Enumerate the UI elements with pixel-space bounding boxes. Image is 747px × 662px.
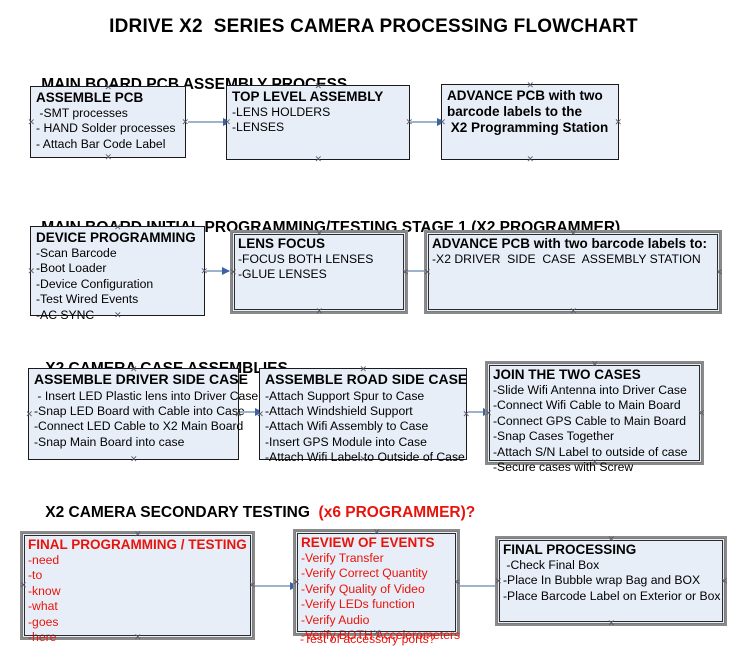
resize-handle-bottom[interactable]	[315, 156, 322, 163]
node-line: -Slide Wifi Antenna into Driver Case	[493, 383, 687, 398]
node-advance-pcb-to-x2-programming-station[interactable]: ADVANCE PCB with two barcode labels to t…	[441, 84, 619, 160]
connector-final-programming-to-review-of-events	[255, 582, 298, 590]
node-line: -FOCUS BOTH LENSES	[238, 252, 374, 267]
node-final-programming-testing[interactable]: FINAL PROGRAMMING / TESTING -need -to -k…	[22, 533, 253, 644]
node-title: DEVICE PROGRAMMING	[36, 230, 196, 245]
node-line: -Connect LED Cable to X2 Main Board	[34, 419, 244, 434]
node-line: -Insert GPS Module into Case	[265, 434, 427, 449]
node-line: -Verify Quality of Video	[301, 581, 425, 596]
node-line: -Attach Windshield Support	[265, 404, 413, 419]
node-line: -GLUE LENSES	[238, 267, 327, 282]
node-body: ADVANCE PCB with two barcode labels to: …	[427, 233, 719, 267]
node-line: - Insert LED Plastic lens into Driver Ca…	[34, 388, 259, 403]
node-line: -Snap Cases Together	[493, 429, 615, 444]
node-body: ADVANCE PCB with two barcode labels to t…	[442, 85, 618, 135]
node-body: REVIEW OF EVENTS -Verify Transfer -Verif…	[296, 532, 461, 643]
node-line: -what	[28, 599, 58, 614]
node-line: -Connect GPS Cable to Main Board	[493, 413, 687, 428]
node-title: ADVANCE PCB with two	[447, 88, 603, 103]
section-heading-text: X2 CAMERA SECONDARY TESTING	[45, 504, 319, 521]
resize-handle-right[interactable]	[716, 269, 723, 276]
node-title-line2: barcode labels to the	[447, 104, 583, 120]
node-title: TOP LEVEL ASSEMBLY	[232, 89, 384, 104]
node-line: -Boot Loader	[36, 261, 107, 276]
node-body: FINAL PROCESSING -Check Final Box -Place…	[498, 539, 724, 604]
node-line: -Snap LED Board with Cable into Case	[34, 404, 245, 419]
node-title: LENS FOCUS	[238, 236, 326, 251]
node-line: -know	[28, 583, 61, 598]
resize-handle-bottom[interactable]	[316, 308, 323, 315]
node-line: -Test Wired Events	[36, 292, 139, 307]
node-line: -AC SYNC	[36, 307, 95, 322]
node-line: -Verify BOTH Accelerometers	[301, 627, 461, 642]
resize-handle-bottom[interactable]	[105, 154, 112, 161]
resize-handle-bottom[interactable]	[570, 308, 577, 315]
resize-handle-bottom[interactable]	[130, 456, 137, 463]
node-body: ASSEMBLE DRIVER SIDE CASE - Insert LED P…	[29, 369, 259, 450]
connector-device-programming-to-lens-focus	[206, 267, 230, 275]
node-line: -LENS HOLDERS	[232, 105, 331, 120]
node-line: - Attach Bar Code Label	[36, 136, 166, 151]
page-title: IDRIVE X2 SERIES CAMERA PROCESSING FLOWC…	[109, 16, 638, 37]
node-line: -Attach Wifi Label to Outside of Case	[265, 450, 465, 465]
node-advance-pcb-to-driver-side-case-station[interactable]: ADVANCE PCB with two barcode labels to: …	[426, 232, 720, 312]
node-final-processing[interactable]: FINAL PROCESSING -Check Final Box -Place…	[497, 538, 725, 624]
node-line: -Place In Bubble wrap Bag and BOX	[503, 573, 701, 588]
node-title: ASSEMBLE ROAD SIDE CASE	[265, 371, 468, 387]
node-assemble-road-side-case[interactable]: ASSEMBLE ROAD SIDE CASE -Attach Support …	[259, 368, 467, 464]
node-line: -SMT processes	[36, 106, 128, 121]
node-title: JOIN THE TWO CASES	[493, 367, 641, 382]
node-line: -Check Final Box	[503, 558, 600, 573]
node-body: JOIN THE TWO CASES -Slide Wifi Antenna i…	[488, 364, 701, 475]
node-assemble-pcb[interactable]: ASSEMBLE PCB -SMT processes - HAND Solde…	[30, 86, 186, 158]
node-assemble-driver-side-case[interactable]: ASSEMBLE DRIVER SIDE CASE - Insert LED P…	[28, 368, 259, 463]
node-join-the-two-cases[interactable]: JOIN THE TWO CASES -Slide Wifi Antenna i…	[487, 363, 702, 474]
section-heading-x2-camera-secondary-testing: X2 CAMERA SECONDARY TESTING (x6 PROGRAMM…	[28, 486, 475, 540]
node-line: - HAND Solder processes	[36, 121, 176, 136]
node-title: FINAL PROCESSING	[503, 542, 637, 557]
node-line: -Place Barcode Label on Exterior or Box	[503, 588, 721, 603]
node-line: -Connect Wifi Cable to Main Board	[493, 398, 681, 413]
node-line: -Secure cases with Screw	[493, 459, 634, 474]
node-line: -Verify Transfer	[301, 551, 384, 566]
node-body: FINAL PROGRAMMING / TESTING -need -to -k…	[23, 534, 252, 645]
node-lens-focus[interactable]: LENS FOCUS -FOCUS BOTH LENSES -GLUE LENS…	[232, 232, 406, 312]
node-review-of-events-overflow-line: -Test of accessory ports?	[300, 632, 436, 646]
resize-handle-bottom[interactable]	[527, 156, 534, 163]
node-title-line3: X2 Programming Station	[447, 120, 609, 136]
node-body: TOP LEVEL ASSEMBLY -LENS HOLDERS -LENSES	[227, 86, 409, 136]
node-line: -Device Configuration	[36, 276, 154, 291]
node-title: ASSEMBLE PCB	[36, 90, 144, 105]
connector-review-of-events-to-final-processing	[460, 582, 503, 590]
node-line: -goes	[28, 614, 59, 629]
node-line: -Verify Audio	[301, 612, 370, 627]
node-title: ADVANCE PCB with two barcode labels to:	[432, 236, 708, 251]
node-top-level-assembly[interactable]: TOP LEVEL ASSEMBLY -LENS HOLDERS -LENSES	[226, 85, 410, 160]
node-line: -Attach S/N Label to outside of case	[493, 444, 688, 459]
node-line: -Verify Correct Quantity	[301, 566, 428, 581]
node-line: -Attach Wifi Assembly to Case	[265, 419, 429, 434]
connector-assemble-pcb-to-top-level-assembly	[188, 118, 231, 126]
node-title: ASSEMBLE DRIVER SIDE CASE	[34, 371, 248, 387]
node-body: ASSEMBLE PCB -SMT processes - HAND Solde…	[31, 87, 185, 152]
connector-top-level-assembly-to-advance-pcb	[411, 118, 445, 126]
node-review-of-events[interactable]: REVIEW OF EVENTS -Verify Transfer -Verif…	[295, 531, 460, 642]
node-line: -here	[28, 629, 57, 644]
node-device-programming[interactable]: DEVICE PROGRAMMING -Scan Barcode -Boot L…	[30, 226, 205, 322]
node-line: -Verify LEDs function	[301, 597, 415, 612]
node-line: -Scan Barcode	[36, 246, 117, 261]
node-line: -to	[28, 568, 43, 583]
node-line: -Snap Main Board into case	[34, 434, 185, 449]
node-line: -need	[28, 553, 60, 568]
node-title: FINAL PROGRAMMING / TESTING	[28, 537, 247, 552]
node-line: -Attach Support Spur to Case	[265, 388, 425, 403]
node-body: ASSEMBLE ROAD SIDE CASE -Attach Support …	[260, 369, 468, 466]
node-body: DEVICE PROGRAMMING -Scan Barcode -Boot L…	[31, 227, 204, 323]
node-line: -X2 DRIVER SIDE CASE ASSEMBLY STATION	[432, 252, 701, 267]
node-title: REVIEW OF EVENTS	[301, 535, 435, 550]
section-heading-accent: (x6 PROGRAMMER)?	[318, 504, 476, 521]
resize-handle-bottom[interactable]	[608, 620, 615, 627]
node-line: -LENSES	[232, 120, 285, 135]
node-body: LENS FOCUS -FOCUS BOTH LENSES -GLUE LENS…	[233, 233, 405, 283]
